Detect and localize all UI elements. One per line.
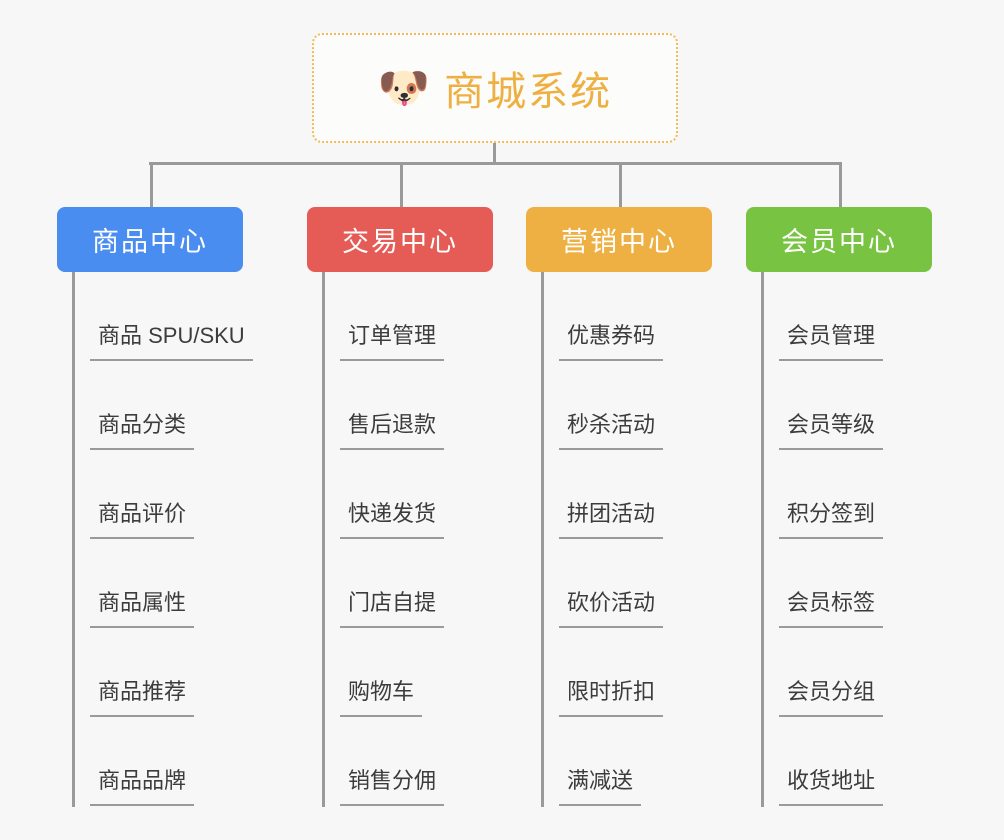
leaf-label: 商品属性 (90, 585, 195, 628)
branch-header-member-center[interactable]: 会员中心 (746, 207, 932, 272)
leaf-label: 售后退款 (340, 407, 445, 450)
leaf-label: 销售分佣 (340, 763, 445, 806)
branch-header-trade-center[interactable]: 交易中心 (307, 207, 493, 272)
list-item[interactable]: 商品评价 (57, 450, 243, 539)
leaf-label: 会员管理 (779, 318, 884, 361)
leaf-label: 砍价活动 (559, 585, 664, 628)
leaf-label: 收货地址 (779, 763, 884, 806)
connector-root-stem (493, 143, 496, 165)
leaf-label: 商品评价 (90, 496, 195, 539)
list-item[interactable]: 商品推荐 (57, 628, 243, 717)
leaf-list-marketing-center: 优惠券码 秒杀活动 拼团活动 砍价活动 限时折扣 满减送 (526, 272, 712, 806)
list-item[interactable]: 满减送 (526, 717, 712, 806)
leaf-label: 满减送 (559, 763, 642, 806)
leaf-label: 优惠券码 (559, 318, 664, 361)
list-item[interactable]: 会员管理 (746, 272, 932, 361)
list-item[interactable]: 售后退款 (307, 361, 493, 450)
list-item[interactable]: 商品属性 (57, 539, 243, 628)
branch-header-label: 会员中心 (781, 227, 897, 257)
leaf-label: 限时折扣 (559, 674, 664, 717)
list-item[interactable]: 商品 SPU/SKU (57, 272, 253, 361)
connector-trunk-trade-center (322, 272, 325, 807)
branch-header-label: 营销中心 (561, 227, 677, 257)
list-item[interactable]: 砍价活动 (526, 539, 712, 628)
leaf-label: 秒杀活动 (559, 407, 664, 450)
leaf-label: 商品品牌 (90, 763, 195, 806)
leaf-label: 快递发货 (340, 496, 445, 539)
connector-drop-trade-center (400, 162, 403, 207)
root-node-mall-system[interactable]: 🐶 商城系统 (312, 33, 678, 143)
list-item[interactable]: 订单管理 (307, 272, 493, 361)
list-item[interactable]: 会员等级 (746, 361, 932, 450)
leaf-label: 商品推荐 (90, 674, 195, 717)
branch-header-product-center[interactable]: 商品中心 (57, 207, 243, 272)
connector-drop-product-center (150, 162, 153, 207)
list-item[interactable]: 会员标签 (746, 539, 932, 628)
list-item[interactable]: 积分签到 (746, 450, 932, 539)
leaf-label: 会员分组 (779, 674, 884, 717)
list-item[interactable]: 门店自提 (307, 539, 493, 628)
connector-drop-member-center (839, 162, 842, 207)
branch-column-member-center: 会员中心 会员管理 会员等级 积分签到 会员标签 会员分组 收货地址 (746, 162, 932, 807)
shiba-dog-emoji: 🐶 (377, 64, 431, 111)
leaf-label: 门店自提 (340, 585, 445, 628)
leaf-label: 商品分类 (90, 407, 195, 450)
root-node-title: 商城系统 (444, 70, 613, 114)
connector-trunk-member-center (761, 272, 764, 807)
leaf-label: 商品 SPU/SKU (90, 318, 253, 361)
branch-column-trade-center: 交易中心 订单管理 售后退款 快递发货 门店自提 购物车 销售分佣 (307, 162, 493, 807)
connector-drop-marketing-center (619, 162, 622, 207)
branch-column-marketing-center: 营销中心 优惠券码 秒杀活动 拼团活动 砍价活动 限时折扣 满减送 (526, 162, 712, 807)
leaf-label: 会员标签 (779, 585, 884, 628)
list-item[interactable]: 优惠券码 (526, 272, 712, 361)
branch-column-product-center: 商品中心 商品 SPU/SKU 商品分类 商品评价 商品属性 商品推荐 商品品牌 (57, 162, 253, 807)
list-item[interactable]: 商品品牌 (57, 717, 243, 806)
connector-trunk-marketing-center (541, 272, 544, 807)
leaf-label: 购物车 (340, 674, 423, 717)
list-item[interactable]: 拼团活动 (526, 450, 712, 539)
leaf-label: 积分签到 (779, 496, 884, 539)
branch-header-label: 商品中心 (92, 227, 208, 257)
connector-horizontal-bus (149, 162, 842, 165)
branch-header-label: 交易中心 (342, 227, 458, 257)
list-item[interactable]: 快递发货 (307, 450, 493, 539)
leaf-list-trade-center: 订单管理 售后退款 快递发货 门店自提 购物车 销售分佣 (307, 272, 493, 806)
list-item[interactable]: 商品分类 (57, 361, 243, 450)
leaf-label: 拼团活动 (559, 496, 664, 539)
leaf-list-product-center: 商品 SPU/SKU 商品分类 商品评价 商品属性 商品推荐 商品品牌 (57, 272, 253, 806)
branch-header-marketing-center[interactable]: 营销中心 (526, 207, 712, 272)
leaf-label: 会员等级 (779, 407, 884, 450)
list-item[interactable]: 收货地址 (746, 717, 932, 806)
leaf-list-member-center: 会员管理 会员等级 积分签到 会员标签 会员分组 收货地址 (746, 272, 932, 806)
list-item[interactable]: 秒杀活动 (526, 361, 712, 450)
list-item[interactable]: 会员分组 (746, 628, 932, 717)
list-item[interactable]: 销售分佣 (307, 717, 493, 806)
list-item[interactable]: 购物车 (307, 628, 493, 717)
list-item[interactable]: 限时折扣 (526, 628, 712, 717)
leaf-label: 订单管理 (340, 318, 445, 361)
connector-trunk-product-center (72, 272, 75, 807)
